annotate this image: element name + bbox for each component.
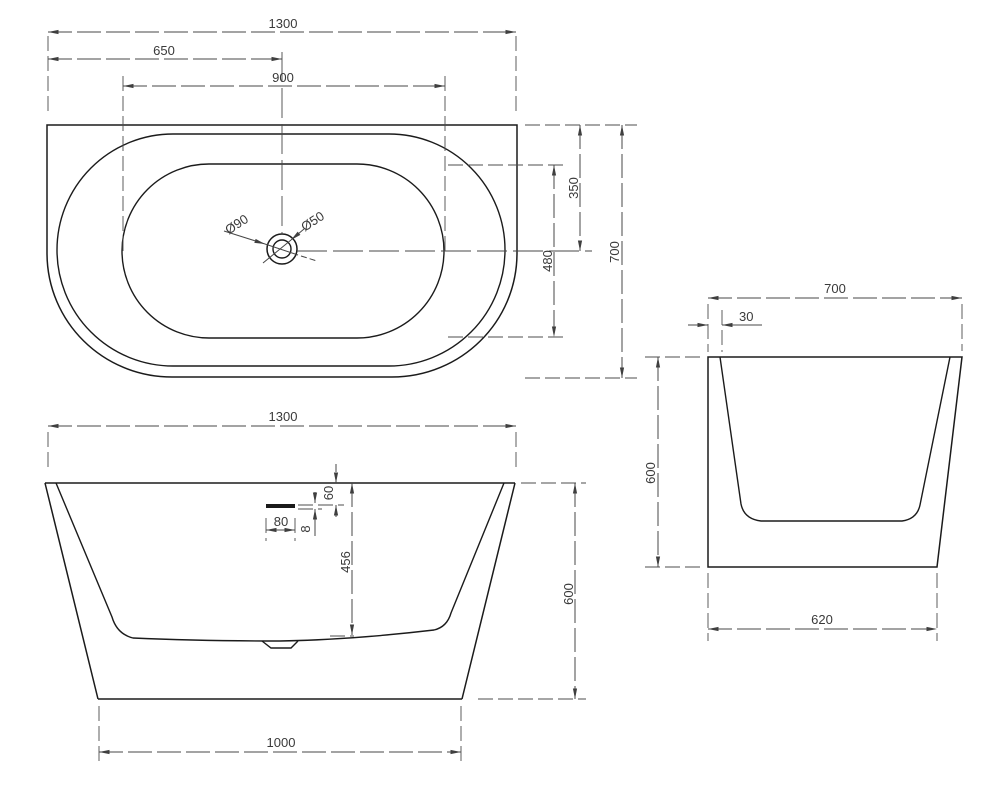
side-inner-bowl xyxy=(719,356,951,522)
dim-top-edge-to-center: 350 xyxy=(566,125,583,251)
side-outline xyxy=(707,356,963,568)
dim-top-overall-width: 700 xyxy=(607,125,625,378)
dim-front-overflow-offset-label: 60 xyxy=(321,486,336,500)
dim-front-inner-depth-label: 456 xyxy=(338,551,353,573)
dim-front-overall-length: 1300 xyxy=(48,409,516,429)
dim-side-overall-height: 600 xyxy=(643,357,661,567)
dim-side-overall-width: 700 xyxy=(708,281,962,301)
dim-top-overall-width-label: 700 xyxy=(607,241,622,263)
dim-side-overall-height-label: 600 xyxy=(643,462,658,484)
dim-front-overflow-offset: 60 xyxy=(321,464,339,517)
side-view: 700 30 600 620 xyxy=(643,281,963,641)
dim-side-base-width: 620 xyxy=(708,612,937,632)
dim-front-overall-height: 600 xyxy=(561,483,578,699)
dim-top-inner-length-label: 900 xyxy=(272,70,294,85)
dim-top-overall-length-label: 1300 xyxy=(269,16,298,31)
dim-top-half-length: 650 xyxy=(48,43,282,62)
dim-front-overflow-length: 80 xyxy=(266,514,295,533)
dim-top-overall-length: 1300 xyxy=(48,16,516,35)
extension-lines-front-view xyxy=(47,432,586,766)
top-view: 1300 650 900 350 480 700 xyxy=(46,16,637,379)
tub-rim-outline xyxy=(56,133,506,367)
dim-top-inner-length: 900 xyxy=(123,70,445,89)
dim-top-inner-width-label: 480 xyxy=(540,250,555,272)
dim-side-rim-thickness: 30 xyxy=(688,309,762,328)
dim-side-base-width-label: 620 xyxy=(811,612,833,627)
dim-front-inner-depth: 456 xyxy=(338,483,355,635)
dim-front-base-length: 1000 xyxy=(99,735,461,755)
drain-inner-circle xyxy=(272,239,292,259)
dim-front-overflow-thickness: 8 xyxy=(298,492,318,536)
extension-lines-side-view xyxy=(645,304,963,641)
dim-side-overall-width-label: 700 xyxy=(824,281,846,296)
overflow-slot xyxy=(266,504,295,508)
dim-front-overall-height-label: 600 xyxy=(561,583,576,605)
dim-side-rim-thickness-label: 30 xyxy=(739,309,753,324)
front-outline xyxy=(44,482,516,700)
extension-lines-top-view xyxy=(47,36,637,379)
dim-front-overflow-length-label: 80 xyxy=(274,514,288,529)
dim-top-inner-width: 480 xyxy=(540,165,557,337)
front-view: 1300 60 8 80 456 600 xyxy=(44,409,586,766)
front-drain xyxy=(261,640,299,649)
drain-outer-diameter-label: Ø90 xyxy=(222,211,251,237)
dim-front-base-length-label: 1000 xyxy=(267,735,296,750)
dim-top-edge-to-center-label: 350 xyxy=(566,177,581,199)
front-inner-bowl xyxy=(55,482,505,642)
tub-outer-outline xyxy=(46,124,518,378)
dim-front-overall-length-label: 1300 xyxy=(269,409,298,424)
dim-top-half-length-label: 650 xyxy=(153,43,175,58)
dim-front-overflow-thickness-label: 8 xyxy=(298,525,313,532)
